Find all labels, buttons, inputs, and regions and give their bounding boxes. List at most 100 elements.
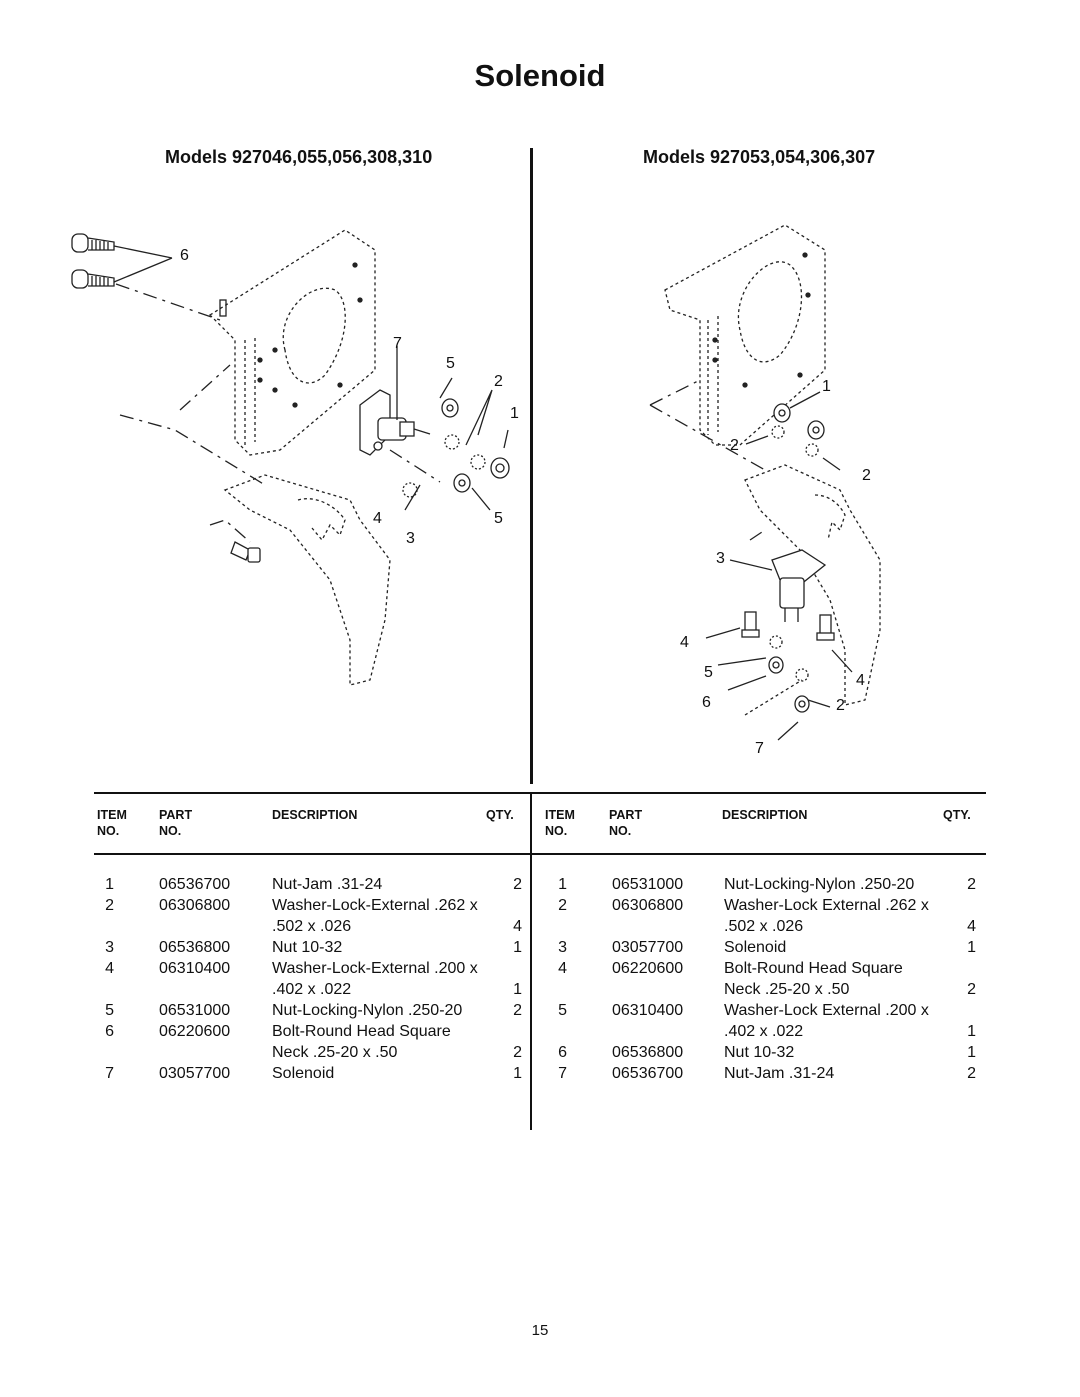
bracket-icon <box>223 474 391 686</box>
part-no-cell: 06310400 <box>159 960 231 977</box>
callout-label: 7 <box>393 335 402 352</box>
left-exploded-diagram: 6 7 5 2 1 4 5 3 <box>60 220 530 700</box>
callout-label: 2 <box>836 697 845 714</box>
item-no-cell: 1 <box>558 876 567 893</box>
carriage-bolt-icon <box>71 269 115 289</box>
lock-nut-icon <box>807 420 825 440</box>
item-no-cell: 4 <box>558 960 567 977</box>
description-cell: Nut 10-32 <box>724 1044 795 1061</box>
bracket-icon <box>744 464 881 706</box>
description-cell: .402 x .022 <box>724 1023 804 1040</box>
part-no-cell: 06531000 <box>612 876 684 893</box>
qty-cell: 4 <box>967 918 976 935</box>
item-no-cell: 7 <box>105 1065 114 1082</box>
part-no-cell: 06536700 <box>612 1065 684 1082</box>
header-description: DESCRIPTION <box>722 808 808 822</box>
callout-label: 5 <box>446 355 455 372</box>
header-description: DESCRIPTION <box>272 808 358 822</box>
header-no: NO. <box>545 824 568 838</box>
description-cell: Washer-Lock External .262 x <box>724 897 929 914</box>
left-models-heading: Models 927046,055,056,308,310 <box>165 147 433 167</box>
right-models-heading: Models 927053,054,306,307 <box>643 147 876 167</box>
description-cell: .502 x .026 <box>272 918 352 935</box>
qty-cell: 1 <box>967 1044 976 1061</box>
callout-label: 7 <box>755 740 764 757</box>
callout-label: 2 <box>730 437 739 454</box>
solenoid-icon <box>771 549 827 622</box>
item-no-cell: 2 <box>105 897 114 914</box>
header-part-no: NO. <box>609 824 632 838</box>
mounting-plate-icon <box>208 229 376 456</box>
bolt-icon <box>816 614 835 641</box>
lock-washer-icon <box>444 434 460 450</box>
description-cell: Nut-Locking-Nylon .250-20 <box>724 876 915 893</box>
description-cell: Solenoid <box>724 939 787 956</box>
part-no-cell: 06536700 <box>159 876 231 893</box>
part-no-cell: 03057700 <box>612 939 684 956</box>
qty-cell: 2 <box>513 1002 522 1019</box>
qty-cell: 2 <box>967 1065 976 1082</box>
qty-cell: 2 <box>513 876 522 893</box>
lock-washer-icon <box>402 482 418 498</box>
qty-cell: 1 <box>513 1065 522 1082</box>
header-part: PART <box>609 808 643 822</box>
lock-washer-icon <box>795 668 809 682</box>
part-no-cell: 06306800 <box>159 897 231 914</box>
callout-label: 3 <box>716 550 725 567</box>
bolt-icon <box>741 611 760 638</box>
solenoid-icon <box>359 389 431 456</box>
lock-nut-icon <box>773 403 791 423</box>
qty-cell: 2 <box>967 876 976 893</box>
part-no-cell: 03057700 <box>159 1065 231 1082</box>
callout-label: 6 <box>702 694 711 711</box>
callout-label: 2 <box>494 373 503 390</box>
header-item: ITEM <box>545 808 575 822</box>
lock-washer-icon <box>771 425 785 439</box>
item-no-cell: 7 <box>558 1065 567 1082</box>
lock-nut-icon <box>441 398 459 418</box>
item-no-cell: 6 <box>558 1044 567 1061</box>
page-title: Solenoid <box>474 58 606 93</box>
part-no-cell: 06310400 <box>612 1002 684 1019</box>
callout-label: 6 <box>180 247 189 264</box>
jam-nut-icon <box>794 695 810 713</box>
table-header-rule <box>94 853 986 855</box>
description-cell: Neck .25-20 x .50 <box>724 981 850 998</box>
description-cell: Nut-Locking-Nylon .250-20 <box>272 1002 463 1019</box>
nut-icon <box>453 473 471 493</box>
lock-washer-icon <box>769 635 783 649</box>
part-no-cell: 06536800 <box>159 939 231 956</box>
callout-label: 4 <box>856 672 865 689</box>
description-cell: Washer-Lock External .200 x <box>724 1002 929 1019</box>
item-no-cell: 4 <box>105 960 114 977</box>
item-no-cell: 3 <box>105 939 114 956</box>
part-no-cell: 06536800 <box>612 1044 684 1061</box>
callout-label: 1 <box>510 405 519 422</box>
qty-cell: 1 <box>513 939 522 956</box>
description-cell: Nut-Jam .31-24 <box>272 876 383 893</box>
header-item: ITEM <box>97 808 127 822</box>
item-no-cell: 6 <box>105 1023 114 1040</box>
item-no-cell: 3 <box>558 939 567 956</box>
jam-nut-icon <box>490 457 510 479</box>
callout-label: 4 <box>680 634 689 651</box>
mounting-plate-icon <box>664 224 826 446</box>
bolt-icon <box>230 541 261 563</box>
qty-cell: 2 <box>967 981 976 998</box>
item-no-cell: 2 <box>558 897 567 914</box>
qty-cell: 1 <box>967 1023 976 1040</box>
carriage-bolt-icon <box>71 233 115 253</box>
description-cell: Washer-Lock-External .200 x <box>272 960 478 977</box>
header-no: NO. <box>97 824 120 838</box>
description-cell: Nut 10-32 <box>272 939 343 956</box>
part-no-cell: 06306800 <box>612 897 684 914</box>
callout-label: 1 <box>822 378 831 395</box>
description-cell: Bolt-Round Head Square <box>724 960 903 977</box>
header-qty: QTY. <box>486 808 514 822</box>
description-cell: Solenoid <box>272 1065 335 1082</box>
callout-label: 4 <box>373 510 382 527</box>
qty-cell: 1 <box>967 939 976 956</box>
description-cell: .502 x .026 <box>724 918 804 935</box>
lock-washer-icon <box>470 454 486 470</box>
table-top-rule <box>94 792 986 794</box>
